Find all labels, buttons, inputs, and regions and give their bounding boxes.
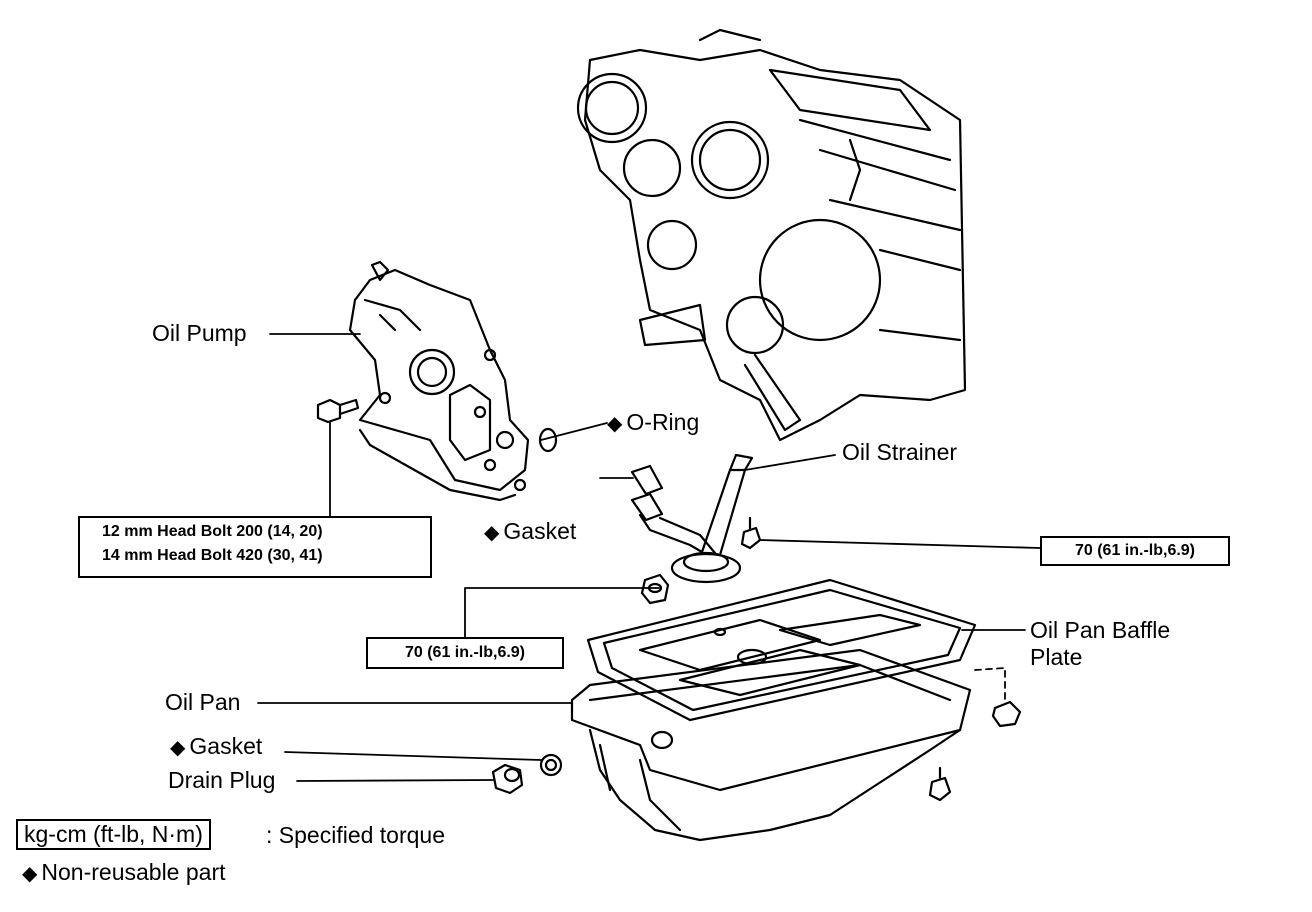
head-bolt-14-torque: 14 mm Head Bolt 420 (30, 41) [102, 547, 323, 564]
oil-pump-drawing [348, 260, 530, 502]
oil-strainer-drawing [630, 453, 754, 584]
oil-strainer-label: Oil Strainer [842, 439, 958, 465]
head-bolt-12-torque: 12 mm Head Bolt 200 (14, 20) [102, 523, 323, 540]
non-reusable-marker-icon: ◆ [170, 737, 186, 759]
oil-pan-baffle-label-line2: Plate [1030, 644, 1083, 670]
o-ring-text: O-Ring [626, 409, 700, 435]
non-reusable-marker-icon: ◆ [484, 522, 500, 544]
head-bolt [316, 398, 360, 424]
baffle-nut-torque-box: 70 (61 in.-lb,6.9) [366, 637, 564, 669]
drain-plug-label: Drain Plug [168, 767, 276, 793]
oil-pan-drawing [570, 648, 972, 842]
non-reusable-legend-text: Non-reusable part [41, 859, 226, 885]
oil-pump-label: Oil Pump [152, 320, 247, 346]
oil-pan-baffle-plate-drawing [586, 578, 977, 722]
engine-block [576, 28, 967, 442]
torque-unit-legend-box: kg-cm (ft-lb, N·m) [16, 819, 211, 850]
baffle-nut [640, 573, 670, 605]
non-reusable-legend: ◆Non-reusable part [22, 859, 226, 885]
oil-pan-baffle-label-line1: Oil Pan Baffle [1030, 617, 1171, 643]
drain-gasket-drawing [539, 753, 563, 777]
strainer-bolt-torque-box: 70 (61 in.-lb,6.9) [1040, 536, 1230, 566]
pan-bolt-lower [928, 766, 952, 802]
leader-lines [257, 333, 1041, 782]
strainer-gasket-text: Gasket [503, 518, 577, 544]
strainer-bolt [740, 516, 762, 550]
non-reusable-marker-icon: ◆ [607, 413, 623, 435]
drain-gasket-text: Gasket [189, 733, 263, 759]
o-ring-label: ◆O-Ring [607, 409, 700, 435]
oil-pan-label: Oil Pan [165, 689, 241, 715]
strainer-gasket-label: ◆Gasket [484, 518, 577, 544]
pan-nut-right [991, 700, 1022, 728]
specified-torque-legend-text: : Specified torque [266, 822, 446, 848]
o-ring-drawing [538, 427, 558, 453]
non-reusable-marker-icon: ◆ [22, 863, 38, 885]
drain-plug-drawing [491, 763, 524, 795]
drain-gasket-label: ◆Gasket [170, 733, 263, 759]
head-bolt-torque-box: 12 mm Head Bolt 200 (14, 20) 14 mm Head … [78, 516, 432, 578]
